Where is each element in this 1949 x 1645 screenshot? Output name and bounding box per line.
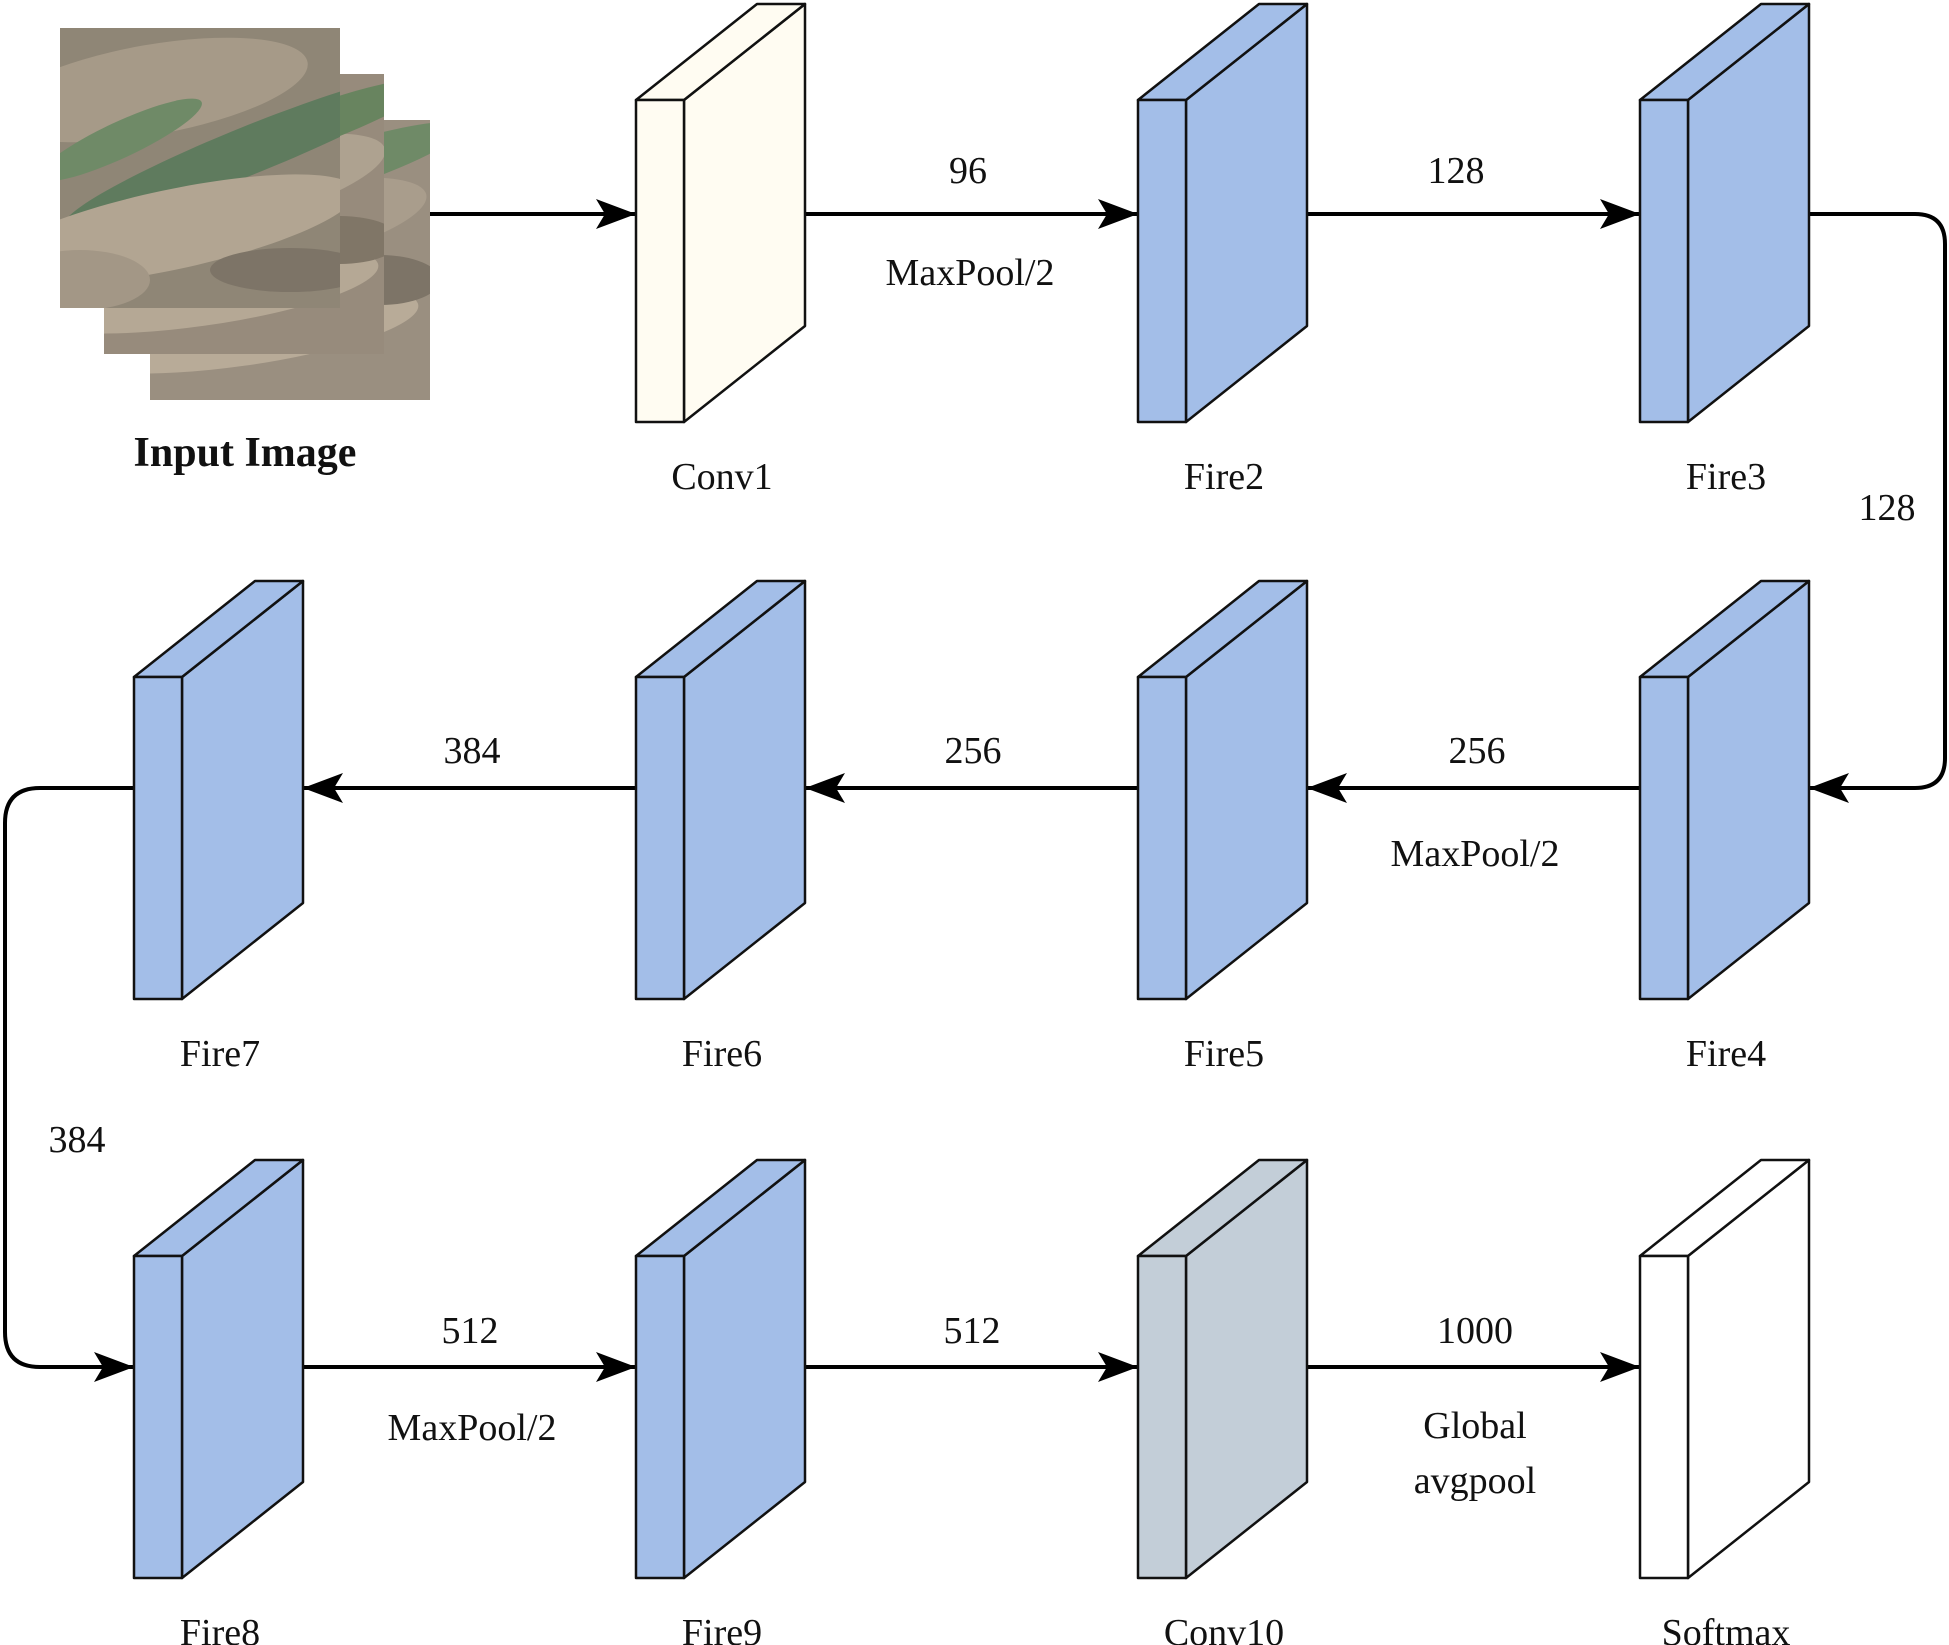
block-label-fire3: Fire3 [1686,456,1766,498]
block-fire2: Fire2 [1136,2,1309,498]
edge-label-fire5-fire6: 256 [945,730,1002,772]
block-fire8-front [132,1254,184,1580]
edges [3,199,1947,1382]
edge-label-conv10-softmax: 1000 [1437,1310,1513,1352]
block-label-fire9: Fire9 [682,1612,762,1645]
block-fire2-front [1136,98,1188,424]
block-conv1: Conv1 [634,2,807,498]
edge-sublabel-fire8-fire9: MaxPool/2 [388,1407,557,1449]
block-conv10: Conv10 [1136,1158,1309,1645]
block-fire9: Fire9 [634,1158,807,1645]
block-label-fire2: Fire2 [1184,456,1264,498]
block-fire6: Fire6 [634,579,807,1075]
block-label-conv10: Conv10 [1164,1612,1284,1645]
edge-sublabel-fire4-fire5: MaxPool/2 [1391,833,1560,875]
block-fire7-front [132,675,184,1001]
block-label-fire5: Fire5 [1184,1033,1264,1075]
input-image: Input Image [60,28,430,476]
block-fire5: Fire5 [1136,579,1309,1075]
edge-sublabel-conv10-softmax-line2: avgpool [1414,1460,1536,1502]
block-fire4: Fire4 [1638,579,1811,1075]
block-fire4-front [1638,675,1690,1001]
block-fire3: Fire3 [1638,2,1811,498]
block-label-softmax: Softmax [1662,1612,1791,1645]
edge-sublabel-conv1-fire2: MaxPool/2 [886,252,1055,294]
block-fire5-front [1136,675,1188,1001]
edge-label-fire2-fire3: 128 [1428,150,1485,192]
block-softmax: Softmax [1638,1158,1811,1645]
block-fire8: Fire8 [132,1158,305,1645]
edge-sublabel-conv10-softmax-line1: Global [1423,1405,1526,1447]
edge-label-fire6-fire7: 384 [444,730,501,772]
input-image-label: Input Image [134,430,357,476]
edge-label-fire4-fire5: 256 [1449,730,1506,772]
block-label-fire8: Fire8 [180,1612,260,1645]
block-label-fire6: Fire6 [682,1033,762,1075]
edge-fire3-fire4 [1809,212,1947,803]
block-fire7: Fire7 [132,579,305,1075]
block-conv1-front [634,98,686,424]
block-fire3-front [1638,98,1690,424]
block-fire9-front [634,1254,686,1580]
edge-label-fire8-fire9: 512 [442,1310,499,1352]
block-label-conv1: Conv1 [671,456,772,498]
edge-label-fire7-fire8: 384 [49,1119,106,1161]
block-softmax-front [1638,1254,1690,1580]
input-image-layer-1 [60,28,340,308]
block-conv10-front [1136,1254,1188,1580]
block-label-fire7: Fire7 [180,1033,260,1075]
edge-label-fire9-conv10: 512 [944,1310,1001,1352]
edge-labels: 96 MaxPool/2 128 128 256 MaxPool/2 256 3… [49,150,1916,1502]
edge-fire7-fire8 [3,786,134,1382]
edge-label-conv1-fire2: 96 [949,150,987,192]
edge-label-fire3-fire4: 128 [1859,487,1916,529]
block-label-fire4: Fire4 [1686,1033,1766,1075]
block-fire6-front [634,675,686,1001]
